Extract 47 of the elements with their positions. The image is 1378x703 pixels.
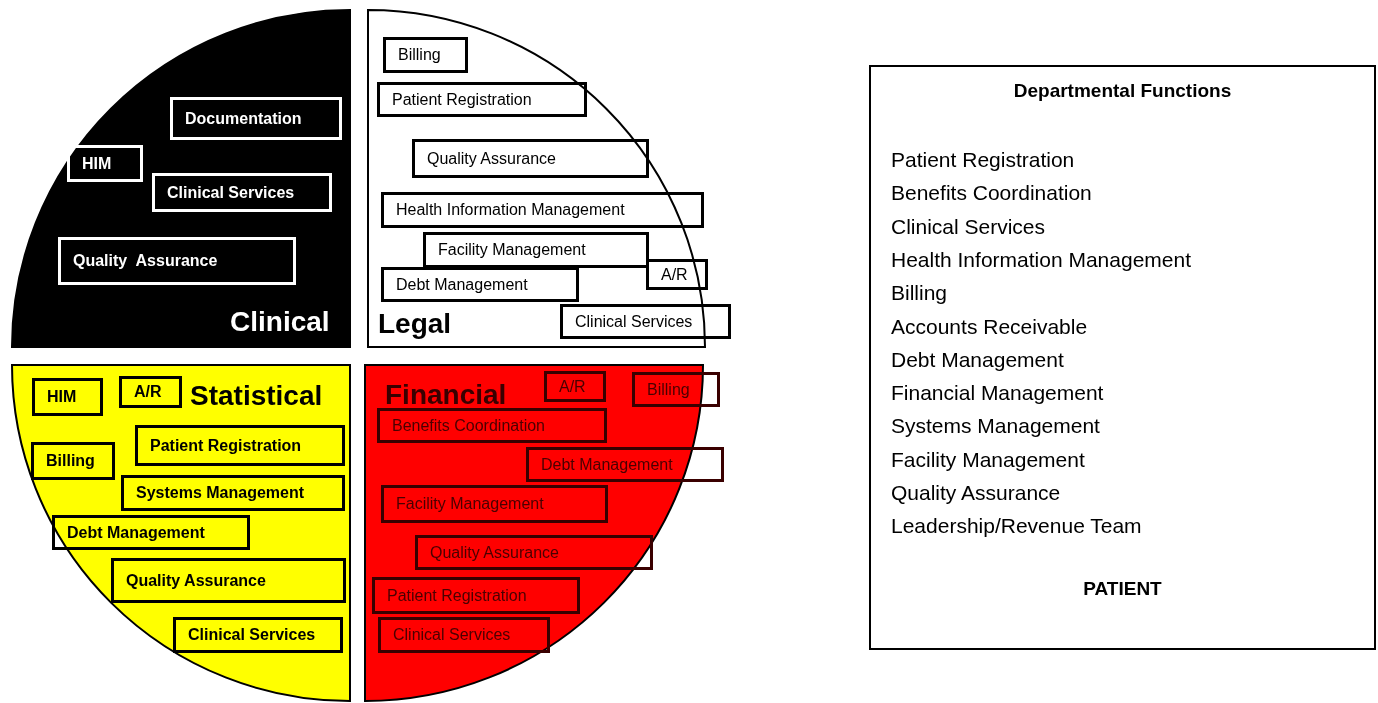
function-tag: A/R — [119, 376, 182, 408]
function-tag: Patient Registration — [135, 425, 345, 466]
function-tag: Debt Management — [52, 515, 250, 550]
function-tag: Clinical Services — [378, 617, 550, 653]
function-list-item: Leadership/Revenue Team — [891, 515, 1142, 537]
panel-footer: PATIENT — [871, 579, 1374, 598]
function-list-item: Health Information Management — [891, 248, 1191, 270]
function-tag: Quality Assurance — [412, 139, 649, 178]
function-list-item: Billing — [891, 282, 948, 304]
function-list-item: Systems Management — [891, 415, 1100, 437]
function-tag: Debt Management — [526, 447, 724, 482]
function-tag: Patient Registration — [377, 82, 587, 117]
sector-title: Financial — [385, 381, 507, 409]
function-tag: Billing — [383, 37, 468, 73]
function-tag: A/R — [544, 371, 606, 402]
function-list-item: Facility Management — [891, 448, 1085, 470]
function-tag: Systems Management — [121, 475, 345, 511]
function-list-item: Clinical Services — [891, 215, 1046, 237]
function-tag: Benefits Coordination — [377, 408, 607, 443]
function-list-item: Debt Management — [891, 348, 1064, 370]
sector-title: Statistical — [190, 382, 323, 410]
function-tag: HIM — [32, 378, 103, 416]
function-tag: Billing — [31, 442, 115, 480]
sector-title: Clinical — [230, 308, 330, 336]
function-tag: Patient Registration — [372, 577, 580, 614]
function-tag: HIM — [67, 145, 143, 182]
function-tag: Health Information Management — [381, 192, 704, 228]
function-tag: Facility Management — [423, 232, 649, 268]
panel-heading: Departmental Functions — [1012, 81, 1233, 100]
function-tag: Documentation — [170, 97, 342, 140]
function-tag: A/R — [646, 259, 708, 290]
sector-title: Legal — [378, 310, 452, 338]
function-tag: Quality Assurance — [58, 237, 296, 285]
function-list-item: Patient Registration — [891, 149, 1075, 170]
function-tag: Debt Management — [381, 267, 579, 302]
function-tag: Facility Management — [381, 485, 608, 523]
function-tag: Clinical Services — [152, 173, 332, 212]
function-tag: Clinical Services — [560, 304, 731, 339]
function-tag: Clinical Services — [173, 617, 343, 653]
function-list-item: Accounts Receivable — [891, 315, 1088, 337]
function-list-item: Quality Assurance — [891, 482, 1061, 503]
function-tag: Quality Assurance — [415, 535, 653, 570]
function-tag: Quality Assurance — [111, 558, 346, 603]
function-list-item: Financial Management — [891, 382, 1104, 404]
function-list-item: Benefits Coordination — [891, 182, 1092, 204]
function-tag: Billing — [632, 372, 720, 407]
functions-panel — [869, 65, 1376, 650]
